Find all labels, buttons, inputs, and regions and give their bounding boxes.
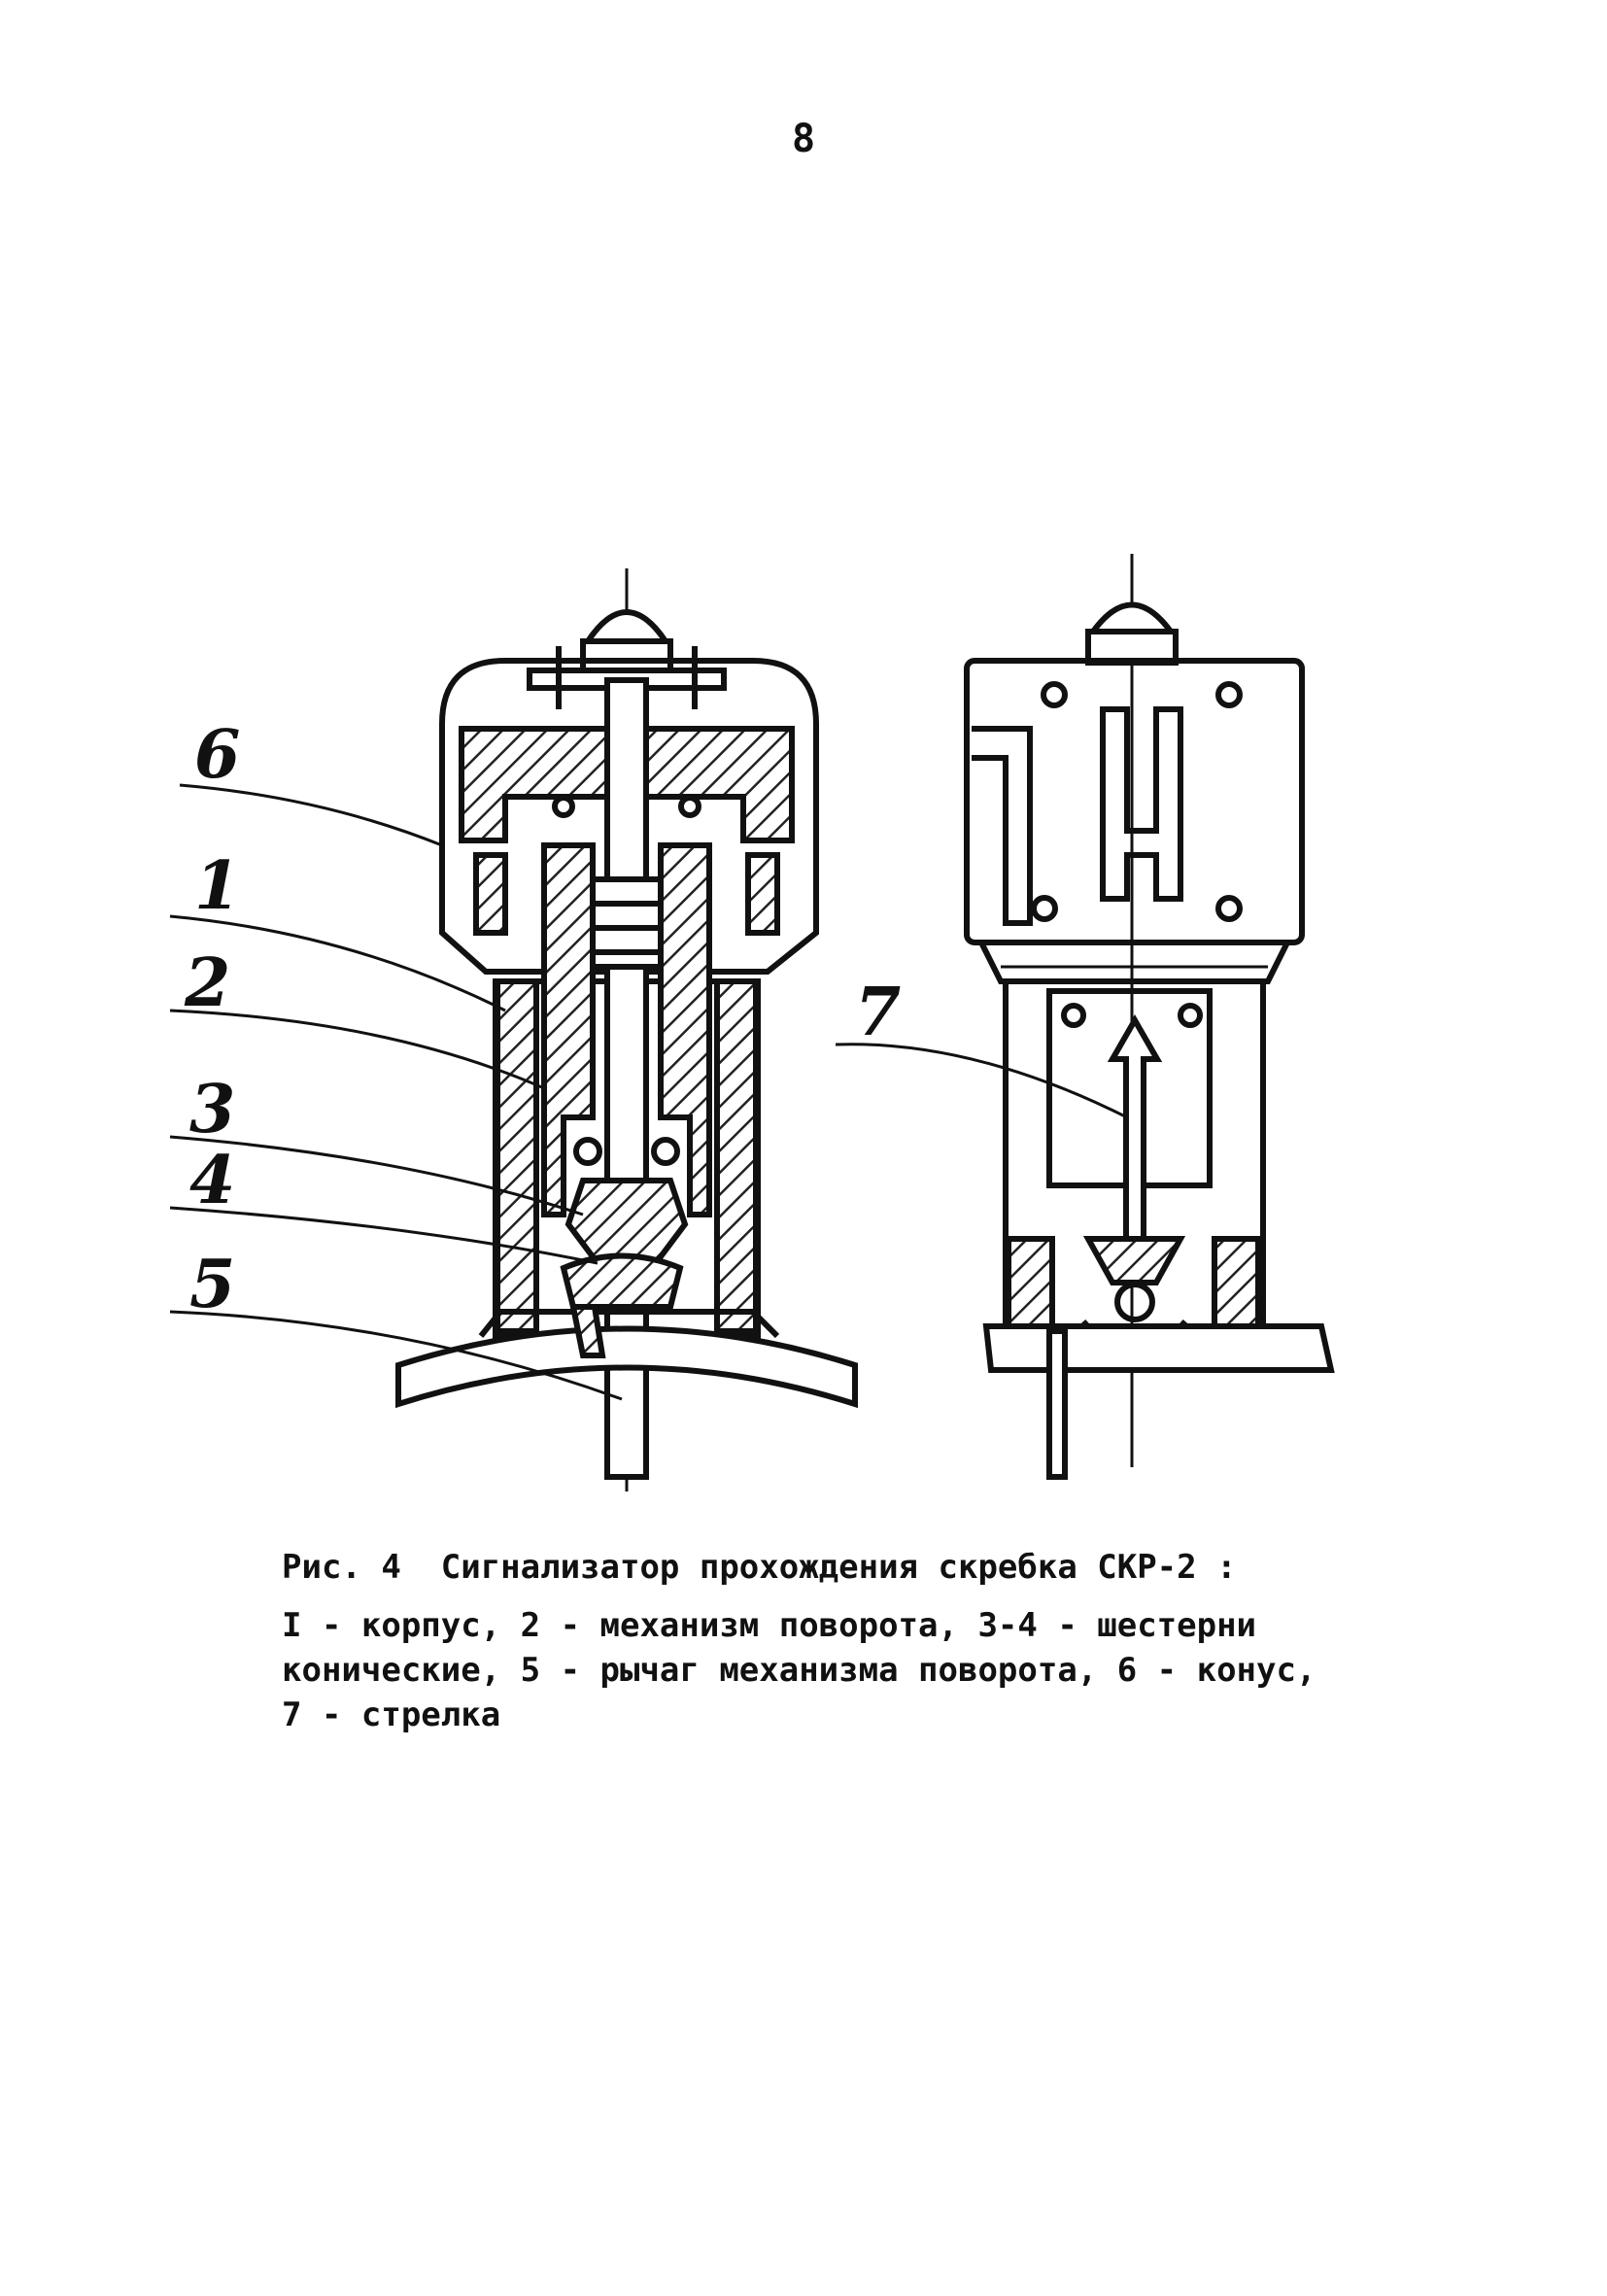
- leader-line-7: [835, 1043, 1128, 1119]
- caption-line: 7 - стрелка: [282, 1696, 501, 1734]
- callout-4: 4: [189, 1142, 235, 1219]
- leader-lines: [169, 783, 623, 1401]
- page-number: 8: [791, 117, 816, 161]
- callout-3: 3: [189, 1071, 235, 1148]
- callout-5: 5: [189, 1246, 235, 1323]
- callout-1: 1: [194, 847, 240, 925]
- callout-7: 7: [855, 974, 901, 1051]
- caption-title: Рис. 4 Сигнализатор прохождения скребка …: [282, 1548, 1237, 1587]
- exterior-view: [964, 554, 1335, 1480]
- callout-2: 2: [184, 944, 230, 1022]
- caption-line: конические, 5 - рычаг механизма поворота…: [282, 1651, 1316, 1690]
- figure-caption: Рис. 4 Сигнализатор прохождения скребка …: [282, 1545, 1399, 1737]
- section-view: [395, 568, 858, 1491]
- caption-line: I - корпус, 2 - механизм поворота, 3-4 -…: [282, 1606, 1257, 1645]
- callout-6: 6: [194, 716, 240, 794]
